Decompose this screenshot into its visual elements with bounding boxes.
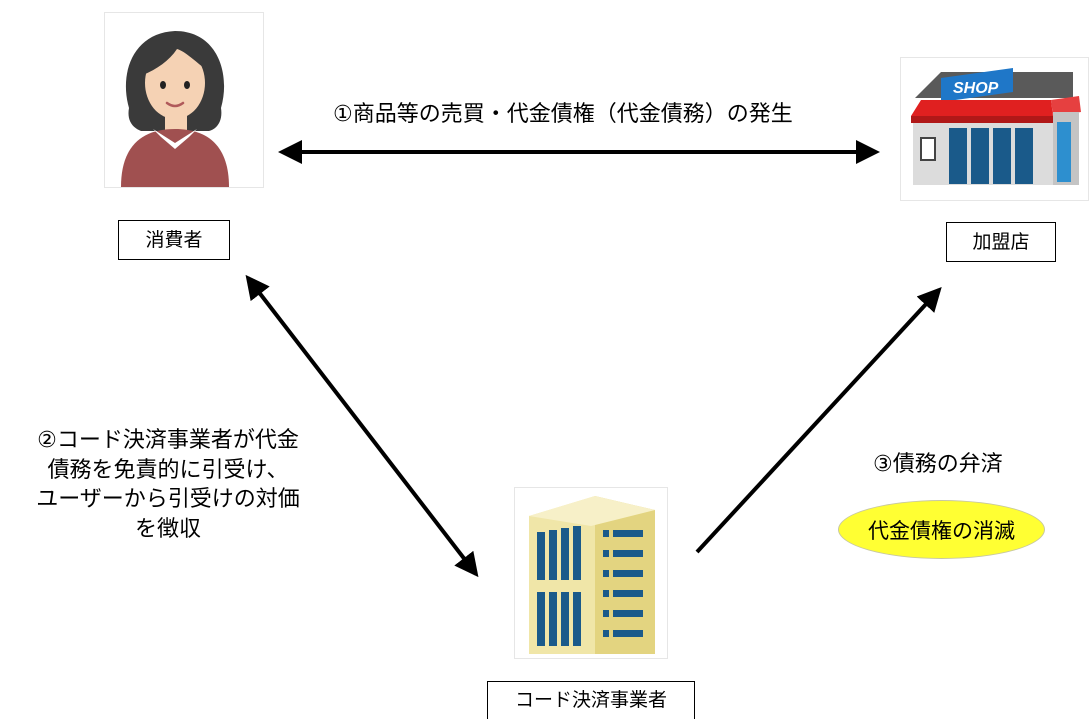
step1-caption: ①商品等の売買・代金債権（代金債務）の発生 [333,102,793,127]
extinction-badge: 代金債権の消滅 [838,500,1045,559]
consumer-label: 消費者 [118,220,230,260]
step2-line: ユーザーから引受けの対価 [36,487,300,513]
company-label: コード決済事業者 [487,681,695,719]
extinction-text: 代金債権の消滅 [868,518,1015,543]
step2-line: を徴収 [134,517,201,543]
step2-line: 債務を免責的に引受け、 [47,457,289,483]
shop-sign-text: SHOP [953,80,999,97]
company-image [514,487,668,659]
shop-image: SHOP [900,57,1089,201]
step2-caption: ②コード決済事業者が代金 債務を免責的に引受け、 ユーザーから引受けの対価 を徴… [10,426,326,545]
woman-avatar-icon [121,31,229,187]
shop-storefront-icon: SHOP [911,68,1081,185]
arrow-consumer-company [245,274,479,578]
consumer-image [104,12,264,188]
office-building-icon [529,496,655,654]
arrow-company-shop [695,287,942,554]
step2-line: ②コード決済事業者が代金 [37,428,299,453]
shop-label: 加盟店 [946,222,1056,262]
step3-caption: ③債務の弁済 [873,452,1003,477]
